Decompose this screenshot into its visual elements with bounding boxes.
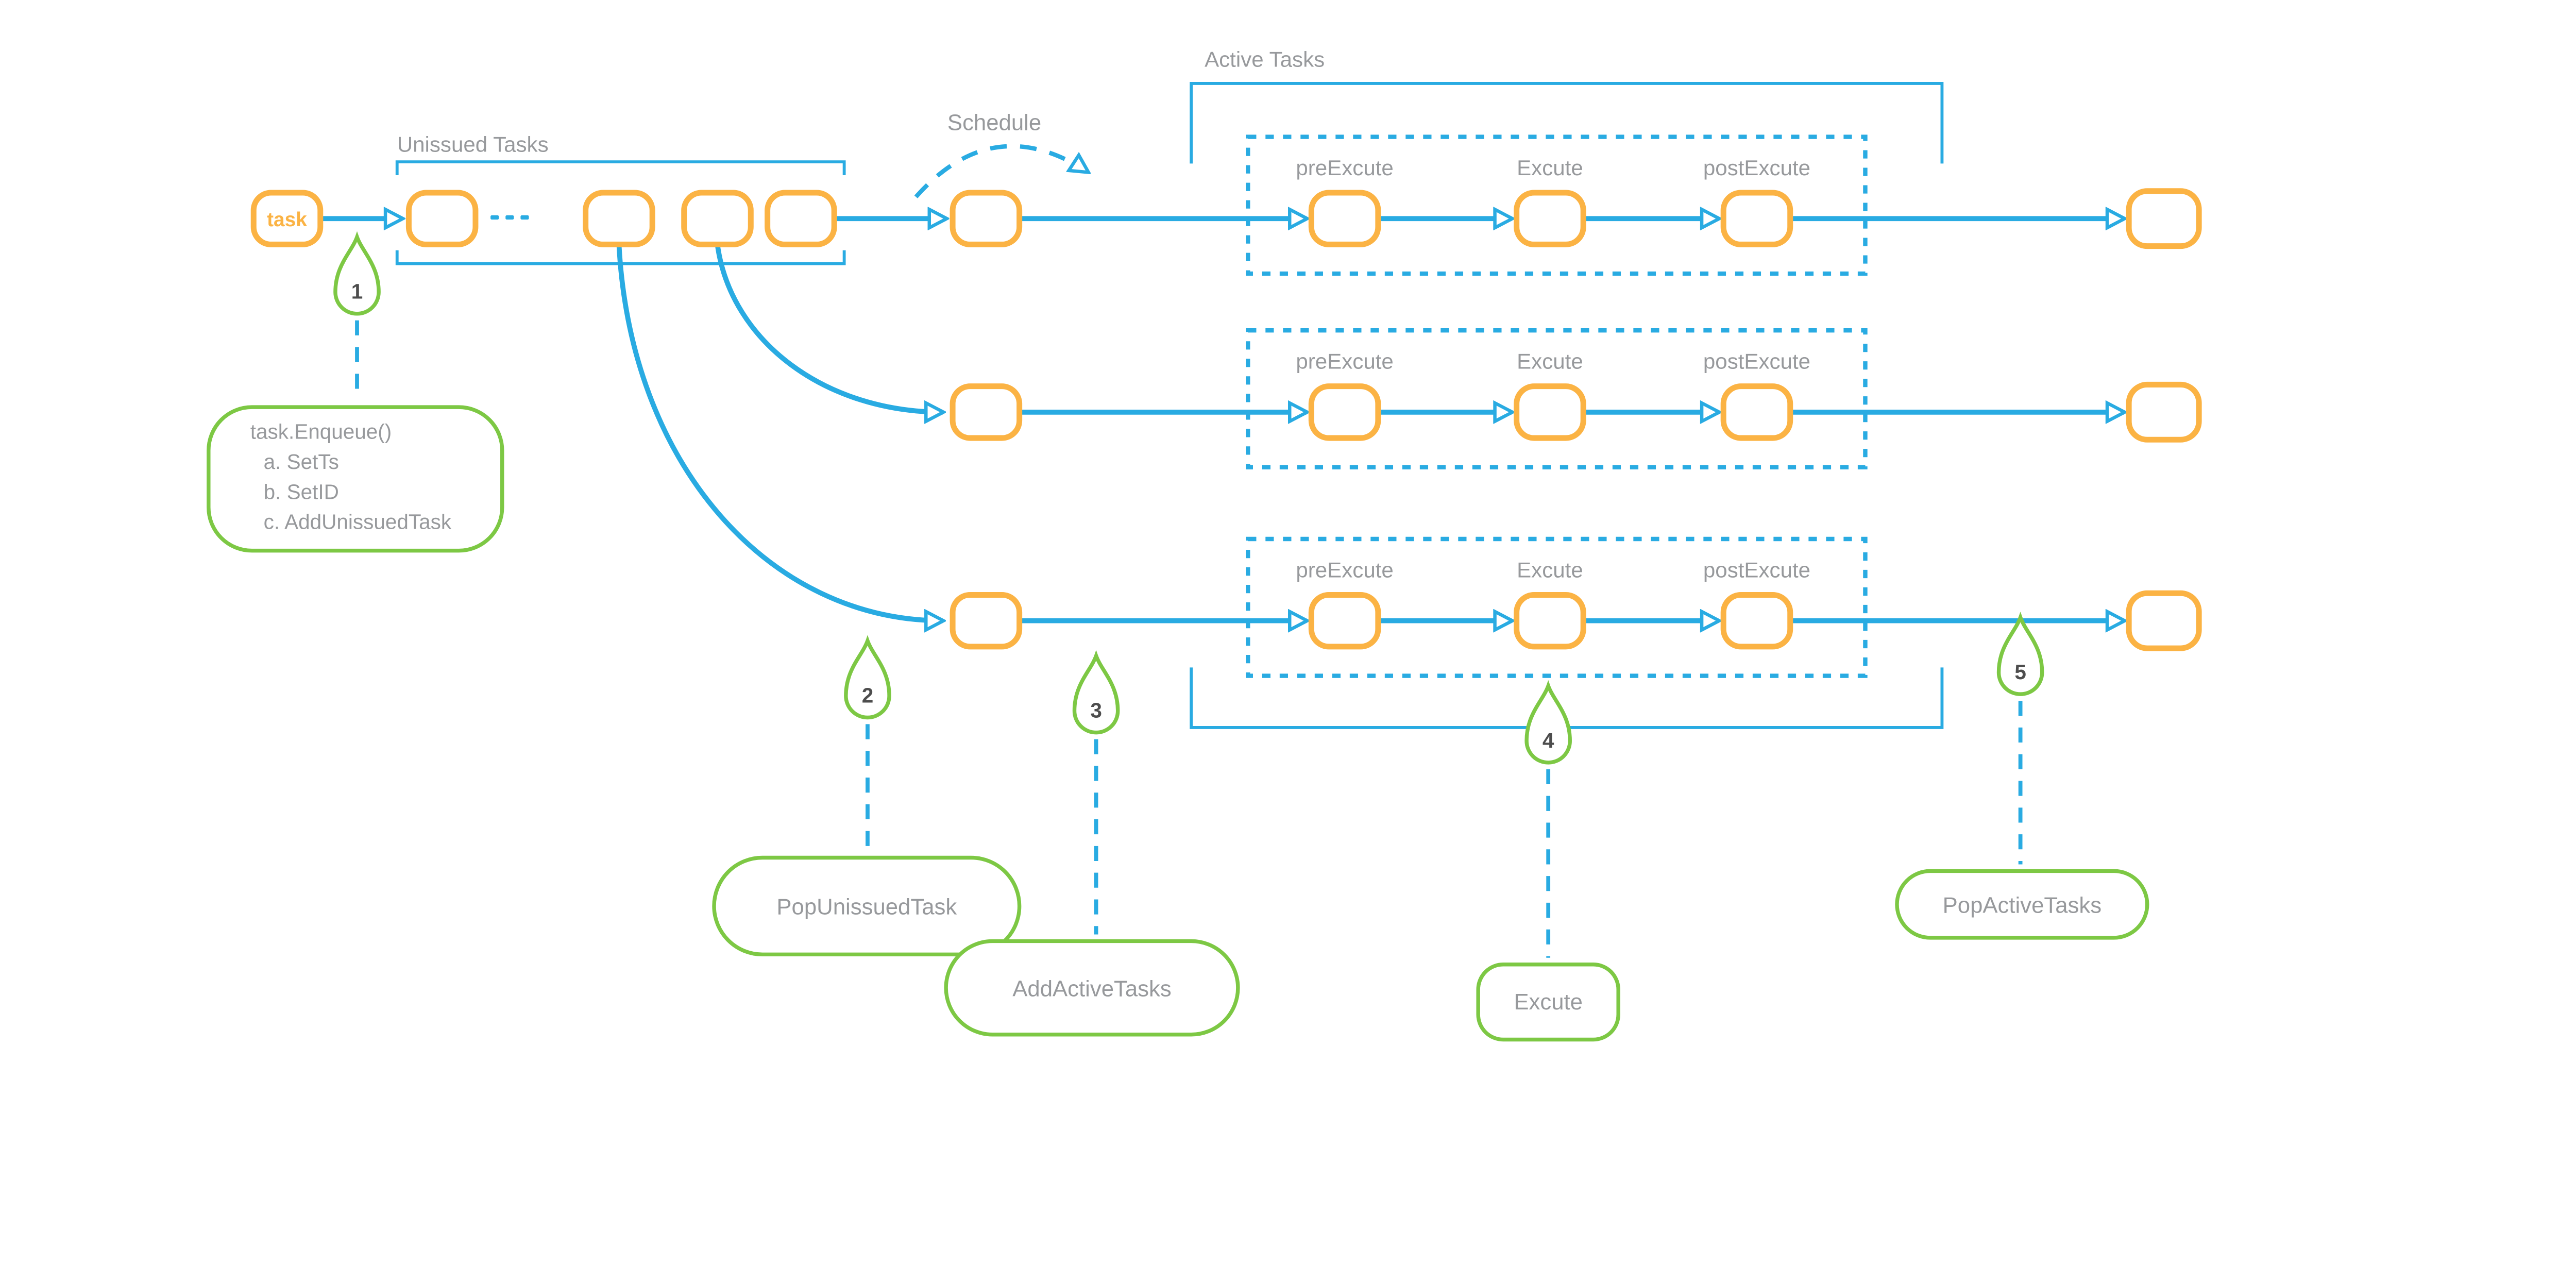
excute-node-row3 (1514, 592, 1586, 650)
enqueue-annotation-box: task.Enqueue() a. SetTs b. SetID c. AddU… (207, 405, 504, 553)
marker-3: 3 (1072, 650, 1120, 735)
annotation-box (207, 405, 504, 553)
scheduled-node-row2 (950, 383, 1023, 441)
pipeline-box-row3 (1246, 536, 1868, 678)
unissued-tasks-bracket-top (395, 160, 846, 176)
pre-excute-node-row1 (1308, 190, 1381, 247)
queue-ellipsis-dash (505, 215, 514, 220)
unissued-tasks-label: Unissued Tasks (397, 132, 549, 157)
scheduled-node-row3 (950, 592, 1023, 650)
post-excute-node-row3 (1720, 592, 1793, 650)
schedule-label: Schedule (947, 110, 1041, 136)
queue-node-1 (405, 190, 479, 247)
schedule-arc-arrow (914, 144, 1088, 198)
stage-label-pre-row3: preExcute (1296, 558, 1393, 582)
marker-2: 2 (844, 635, 891, 720)
teardrop-icon (1072, 650, 1120, 735)
queue-node-2 (583, 190, 655, 247)
stage-label-exe-row3: Excute (1517, 558, 1583, 582)
post-excute-node-row1 (1720, 190, 1793, 247)
pill-shape (944, 939, 1240, 1037)
active-tasks-bracket-top (1190, 82, 1944, 164)
queue-node-4 (765, 190, 837, 247)
pop-active-tasks-pill: PopActiveTasks (1895, 869, 2149, 940)
stage-label-exe-row1: Excute (1517, 156, 1583, 180)
enqueue-line-a: a. SetTs (264, 450, 339, 474)
end-node-row1 (2126, 188, 2202, 249)
pill-label: PopUnissuedTask (776, 895, 957, 920)
marker-number: 3 (1090, 698, 1102, 722)
teardrop-icon (333, 231, 381, 316)
marker-4: 4 (1524, 680, 1572, 765)
add-active-tasks-pill: AddActiveTasks (944, 939, 1240, 1037)
pre-excute-node-row3 (1308, 592, 1381, 650)
pre-excute-node-row2 (1308, 383, 1381, 441)
enqueue-line-b: b. SetID (264, 480, 339, 503)
teardrop-icon (1524, 680, 1572, 765)
marker-number: 4 (1543, 729, 1554, 752)
end-node-row3 (2126, 590, 2202, 651)
marker-number: 5 (2014, 660, 2026, 684)
pipeline-box-row1 (1246, 134, 1868, 276)
end-node-row2 (2126, 381, 2202, 443)
active-tasks-label: Active Tasks (1205, 47, 1325, 72)
task-node (250, 190, 324, 247)
queue-ellipsis-dash (520, 215, 529, 220)
pill-shape (1476, 963, 1620, 1042)
stage-label-pre-row1: preExcute (1296, 156, 1393, 180)
stage-label-post-row2: postExcute (1703, 349, 1810, 374)
queue-node-3 (681, 190, 754, 247)
stage-label-post-row1: postExcute (1703, 156, 1810, 180)
marker-number: 2 (862, 683, 874, 707)
marker-5: 5 (1996, 612, 2044, 696)
excute-node-row1 (1514, 190, 1586, 247)
excute-node-row2 (1514, 383, 1586, 441)
marker-number: 1 (351, 280, 363, 303)
curve-queue-to-sched3 (616, 244, 942, 620)
enqueue-line-c: c. AddUnissuedTask (264, 510, 452, 534)
diagram-canvas: Unissued Tasks Schedule Active Tasks pre… (207, 47, 2202, 1042)
post-excute-node-row2 (1720, 383, 1793, 441)
pill-label: AddActiveTasks (1012, 976, 1171, 1001)
curve-queue-to-sched2 (715, 244, 942, 412)
pill-shape (712, 855, 1022, 957)
pill-shape (1895, 869, 2149, 940)
pill-label: Excute (1514, 989, 1583, 1015)
marker-1: 1 (333, 231, 381, 316)
enqueue-line-title: task.Enqueue() (250, 420, 392, 444)
pop-unissued-task-pill: PopUnissuedTask (712, 855, 1022, 957)
teardrop-icon (844, 635, 891, 720)
pipeline-box-row2 (1246, 328, 1868, 469)
stage-label-pre-row2: preExcute (1296, 349, 1393, 374)
excute-pill: Excute (1476, 963, 1620, 1042)
pill-label: PopActiveTasks (1943, 892, 2102, 918)
teardrop-icon (1996, 612, 2044, 696)
task-node-label: task (267, 209, 307, 231)
scheduled-node-row1 (950, 190, 1023, 247)
queue-ellipsis-dash (490, 215, 499, 220)
stage-label-exe-row2: Excute (1517, 349, 1583, 374)
stage-label-post-row3: postExcute (1703, 558, 1810, 582)
